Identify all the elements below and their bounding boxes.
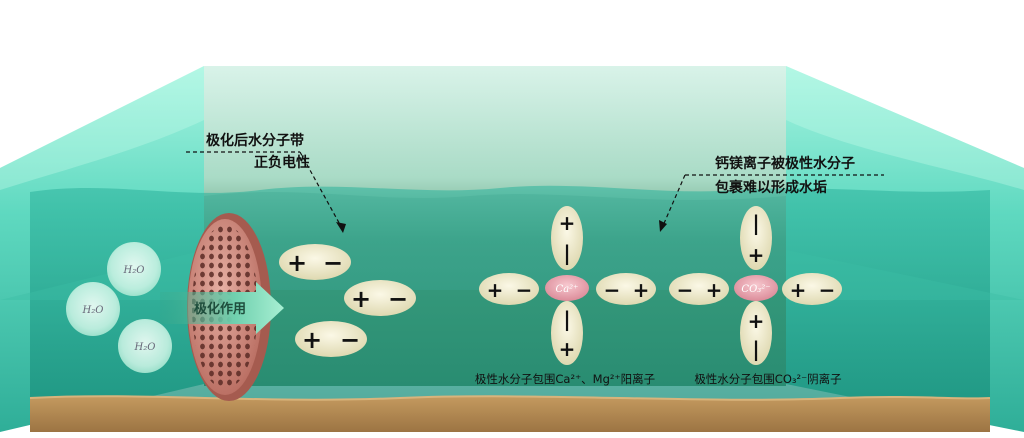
water-molecule-3: H₂O	[118, 319, 172, 373]
ion-calcium: Ca²⁺	[545, 275, 589, 301]
svg-text:−: −	[340, 326, 360, 354]
dipole-anion-left: − +	[669, 273, 729, 305]
annotation-scale-line1: 钙镁离子被极性水分子	[715, 155, 855, 172]
dipole-anion-bottom: + |	[740, 301, 772, 365]
leader-lines	[186, 151, 884, 231]
dipole-left-3: + −	[295, 321, 367, 357]
svg-text:+: +	[287, 249, 307, 277]
dipole-left-1: + −	[279, 244, 351, 280]
dipole-anion-top: | +	[740, 206, 772, 270]
anion-cluster: | + − + + − + | CO₃²⁻	[669, 206, 842, 365]
dipole-cation-left: + −	[479, 273, 539, 305]
svg-text:|: |	[563, 307, 570, 331]
svg-text:+: +	[748, 309, 765, 333]
ion-carbonate: CO₃²⁻	[734, 275, 778, 301]
svg-text:Ca²⁺: Ca²⁺	[556, 284, 579, 295]
svg-text:+: +	[706, 278, 723, 302]
dipole-left-2: + −	[344, 280, 416, 316]
svg-text:+: +	[748, 243, 765, 267]
dipole-cation-right: − +	[596, 273, 656, 305]
caption-anion: 极性水分子包围CO₃²⁻阴离子	[694, 372, 841, 386]
svg-text:+: +	[633, 278, 650, 302]
leader-arrowheads	[336, 220, 667, 233]
svg-text:+: +	[302, 326, 322, 354]
svg-text:|: |	[752, 337, 759, 361]
annotation-polarized-line1: 极化后水分子带	[206, 132, 304, 149]
svg-text:−: −	[677, 278, 694, 302]
svg-text:H₂O: H₂O	[134, 342, 156, 353]
svg-text:H₂O: H₂O	[123, 265, 145, 276]
svg-text:−: −	[388, 285, 408, 313]
polarization-arrow: 极化作用	[160, 282, 284, 334]
svg-text:H₂O: H₂O	[82, 305, 104, 316]
cation-cluster: + | + − − + | + Ca²⁺	[479, 206, 656, 365]
annotation-scale-line2: 包裹难以形成水垢	[715, 179, 827, 196]
svg-text:|: |	[752, 211, 759, 235]
water-molecule-1: H₂O	[107, 242, 161, 296]
svg-text:极化作用: 极化作用	[194, 301, 246, 317]
svg-text:−: −	[604, 278, 621, 302]
sand-bed	[29, 395, 991, 432]
dipole-cation-bottom: | +	[551, 301, 583, 365]
svg-text:−: −	[516, 278, 533, 302]
svg-text:+: +	[790, 278, 807, 302]
svg-text:−: −	[323, 249, 343, 277]
dipole-anion-right: + −	[782, 273, 842, 305]
caption-cation: 极性水分子包围Ca²⁺、Mg²⁺阳离子	[475, 372, 655, 386]
water-molecule-2: H₂O	[66, 282, 120, 336]
svg-text:+: +	[559, 337, 576, 361]
svg-text:+: +	[487, 278, 504, 302]
svg-text:−: −	[819, 278, 836, 302]
svg-text:|: |	[563, 241, 570, 265]
svg-text:CO₃²⁻: CO₃²⁻	[741, 284, 770, 295]
svg-text:+: +	[559, 211, 576, 235]
dipole-cation-top: + |	[551, 206, 583, 270]
annotation-polarized-line2: 正负电性	[254, 154, 310, 171]
svg-text:+: +	[351, 285, 371, 313]
